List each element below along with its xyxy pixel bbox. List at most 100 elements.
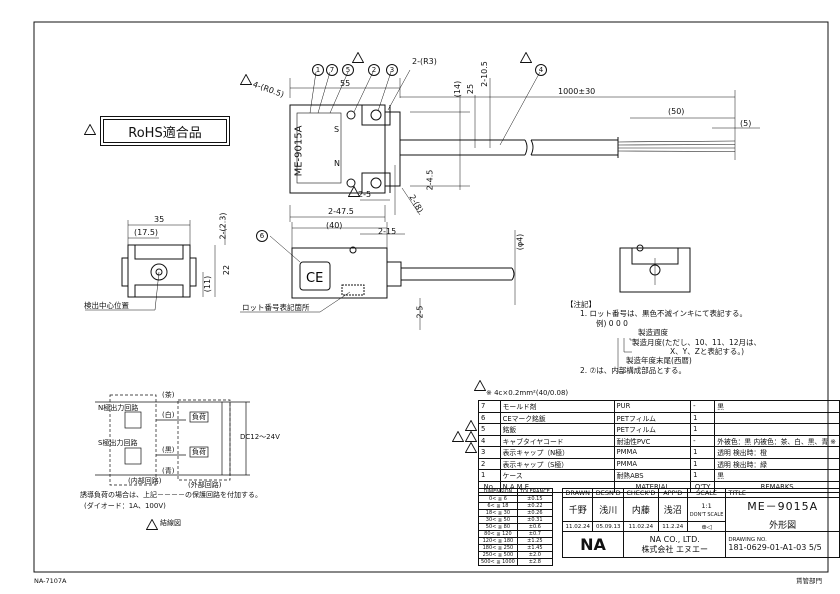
bom-cell-remarks: 透明 検出時：緑 [714, 457, 840, 470]
dim-4-5: 2-4.5 [425, 169, 435, 191]
bom-cell-name: 表示キャップ（N極） [499, 446, 615, 459]
tolerance-cell: 50< ≦ 80 [478, 523, 518, 531]
tolerance-row: 30< ≦ 50±0.31 [478, 516, 553, 524]
sig-drawn: 千野 [561, 497, 594, 522]
tolerance-cell: 120< ≦ 180 [478, 537, 518, 545]
balloon-7: 7 [326, 64, 338, 76]
rev-triangle-cable [520, 52, 532, 63]
dim-50: (50) [668, 107, 685, 116]
circuit-load-2: 負荷 [192, 448, 206, 456]
bom-cell-remarks: 外被色：黒 内被色：茶、白、黒、青 ※ [714, 434, 840, 447]
bom-cell-no: 2 [478, 457, 501, 470]
checkd-header: CHECK'D [623, 488, 659, 498]
bom-cell-material: 耐油性PVC [613, 434, 692, 447]
balloon-3: 3 [386, 64, 398, 76]
dim-35: 35 [154, 215, 165, 224]
note-example: 例) 0 0 0 [596, 318, 628, 328]
bom-cell-name: ケース [499, 469, 615, 482]
balloon-2: 2 [368, 64, 380, 76]
tolerance-row: 250< ≦ 500±2.0 [478, 551, 553, 559]
rev-triangle-spec [474, 380, 486, 391]
title-block: DRAWN DESN'D CHECK'D APP'D SCALE TITLE 千… [561, 488, 840, 558]
circuit-n: N極出力回路 [98, 404, 139, 412]
note-1: 1. ロット番号は、黒色不滅インキにて表記する。 [580, 309, 748, 319]
bom-cell-name: キャブタイヤコード [499, 434, 615, 447]
tolerance-row: 0< ≦ 6±0.15 [478, 495, 553, 503]
bom-cell-remarks: 黒 [714, 400, 840, 413]
tolerance-cell: 30< ≦ 50 [478, 516, 518, 524]
scale-ratio: 1:1 [701, 501, 712, 510]
tolerance-cell: ±0.26 [516, 509, 553, 517]
drawn-header: DRAWN [561, 488, 594, 498]
label-s: S [334, 125, 340, 134]
tolerance-cell: ±0.6 [516, 523, 553, 531]
dim-25: 25 [466, 83, 476, 95]
bom-cell-no: 7 [478, 400, 501, 413]
top-view [289, 69, 760, 222]
tolerance-cell: ±0.31 [516, 516, 553, 524]
right-view [619, 244, 691, 293]
dim-11: (11) [203, 275, 213, 293]
balloon-1: 1 [312, 64, 324, 76]
dim-5: (5) [740, 119, 752, 128]
tolerance-cell: 500< ≦ 1000 [478, 558, 518, 566]
balloon-4: 4 [535, 64, 547, 76]
circuit-brown: (茶) [162, 391, 175, 399]
tolerance-cell: ±0.7 [516, 530, 553, 538]
tolerance-cell: ±2.0 [516, 551, 553, 559]
bom-cell-name: CEマーク銘鈑 [499, 411, 615, 424]
bom-cell-material: PETフィルム [613, 423, 692, 436]
circuit-s: S極出力回路 [98, 439, 138, 447]
bom-cell-no: 6 [478, 411, 501, 424]
bom-cell-material: PMMA [613, 446, 692, 459]
dont-scale: DON'T SCALE [689, 511, 724, 518]
balloon-6: 6 [256, 230, 268, 242]
bom-cell-remarks: 透明 検出時：橙 [714, 446, 840, 459]
bom-cell-material: PUR [613, 400, 692, 413]
dim-40: (40) [326, 221, 343, 230]
drawing-no-label: DRAWING NO. [728, 537, 767, 543]
bom-cell-qty: 1 [690, 423, 716, 436]
footer-right: 賃管部門 [796, 577, 822, 585]
desnd-header: DESN'D [592, 488, 625, 498]
appd-header: APP'D [657, 488, 688, 498]
bom-cell-no: 3 [478, 446, 501, 459]
rev-triangle-label [352, 52, 364, 63]
note-2: 2. ⑦は、内部構成部品とする。 [580, 365, 687, 375]
tolerance-row: 80< ≦ 120±0.7 [478, 530, 553, 538]
rev-triangle-wiring [146, 519, 158, 530]
dim-10-5: 2-10.5 [479, 61, 489, 87]
sheet-border [33, 21, 829, 573]
dim-r3: 2-(R3) [412, 57, 437, 66]
bom-cell-no: 1 [478, 469, 501, 482]
label-n: N [334, 159, 340, 168]
dim-47-5: 2-47.5 [328, 207, 354, 216]
sheet-number: 5/5 [808, 543, 822, 552]
wiring-diagram-label: 結線図 [160, 519, 181, 527]
bom-cell-remarks [714, 411, 840, 424]
bom-cell-remarks [714, 423, 840, 436]
dim-2-3: 2-(2.3) [218, 212, 228, 240]
dim-2-15: 2-15 [378, 227, 397, 236]
part-label: ME-9015A [293, 125, 305, 177]
date-appd: 11.2.24 [657, 521, 688, 532]
dim-17-5: (17.5) [134, 228, 159, 237]
bom-cell-qty: - [690, 400, 716, 413]
note-e2: 製造月度(ただし、10、11、12月は、 [632, 337, 762, 347]
footer-left: NA-7107A [34, 577, 67, 585]
company-en: NA CO., LTD. [649, 534, 700, 544]
bom-cell-name: モールド剤 [499, 400, 615, 413]
rev-triangle-rohs [84, 124, 96, 135]
notes-lines [617, 338, 638, 373]
dim-14: (14) [453, 80, 463, 98]
circuit-dc: DC12～24V [240, 433, 280, 441]
tolerance-cell: 250< ≦ 500 [478, 551, 518, 559]
